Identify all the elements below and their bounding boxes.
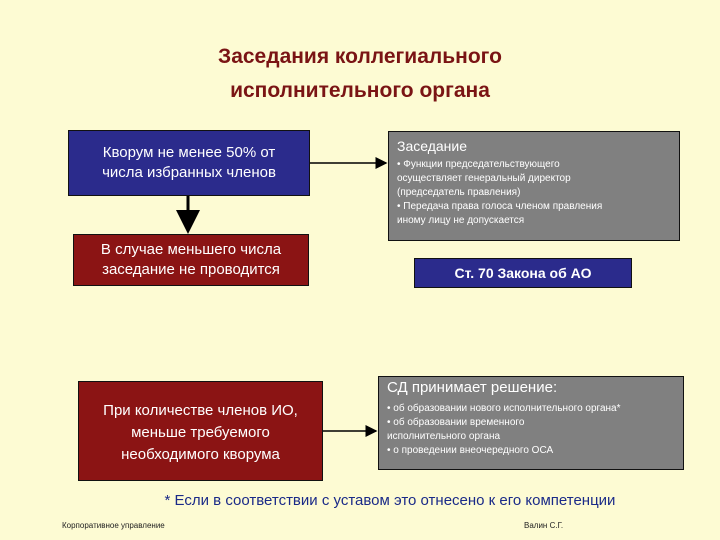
quorum-box: Кворум не менее 50% от числа избранных ч… — [68, 130, 310, 196]
title-line-2: исполнительного органа — [230, 79, 490, 102]
meeting-box: Заседание • Функции председательствующег… — [388, 131, 680, 241]
meeting-item: иному лицу не допускается — [397, 215, 525, 226]
fewer-line-2: заседание не проводится — [102, 261, 280, 278]
footnote: * Если в соответствии с уставом это отне… — [164, 492, 616, 509]
meeting-item: (председатель правления) — [397, 187, 521, 198]
fewer-line-1: В случае меньшего числа — [100, 241, 282, 258]
meeting-heading: Заседание — [397, 138, 468, 154]
quorum-line-1: Кворум не менее 50% от — [102, 144, 276, 161]
board-decision-box: СД принимает решение: • об образовании н… — [378, 376, 684, 470]
law-reference-label: Ст. 70 Закона об АО — [454, 265, 592, 281]
board-heading: СД принимает решение: — [387, 379, 558, 396]
members-line-3: необходимого кворума — [121, 446, 280, 463]
board-item: • о проведении внеочередного ОСА — [387, 445, 554, 456]
insufficient-members-box: При количестве членов ИО, меньше требуем… — [78, 381, 323, 481]
board-item: • об образовании временного — [387, 417, 525, 428]
board-item: • об образовании нового исполнительного … — [387, 403, 621, 414]
meeting-item: • Функции председательствующего — [397, 159, 560, 170]
meeting-item: осуществляет генеральный директор — [397, 173, 571, 184]
fewer-members-box: В случае меньшего числа заседание не про… — [73, 234, 309, 286]
meeting-item: • Передача права голоса членом правления — [397, 201, 603, 212]
quorum-line-2: числа избранных членов — [102, 164, 276, 181]
law-reference-box: Ст. 70 Закона об АО — [414, 258, 632, 288]
board-item: исполнительного органа — [387, 431, 501, 442]
members-line-2: меньше требуемого — [131, 424, 270, 441]
footer-right: Валин С.Г. — [524, 521, 564, 530]
page-title: Заседания коллегиального исполнительного… — [110, 40, 610, 108]
footer-left: Корпоративное управление — [62, 521, 165, 530]
title-line-1: Заседания коллегиального — [218, 45, 502, 68]
members-line-1: При количестве членов ИО, — [103, 402, 298, 419]
